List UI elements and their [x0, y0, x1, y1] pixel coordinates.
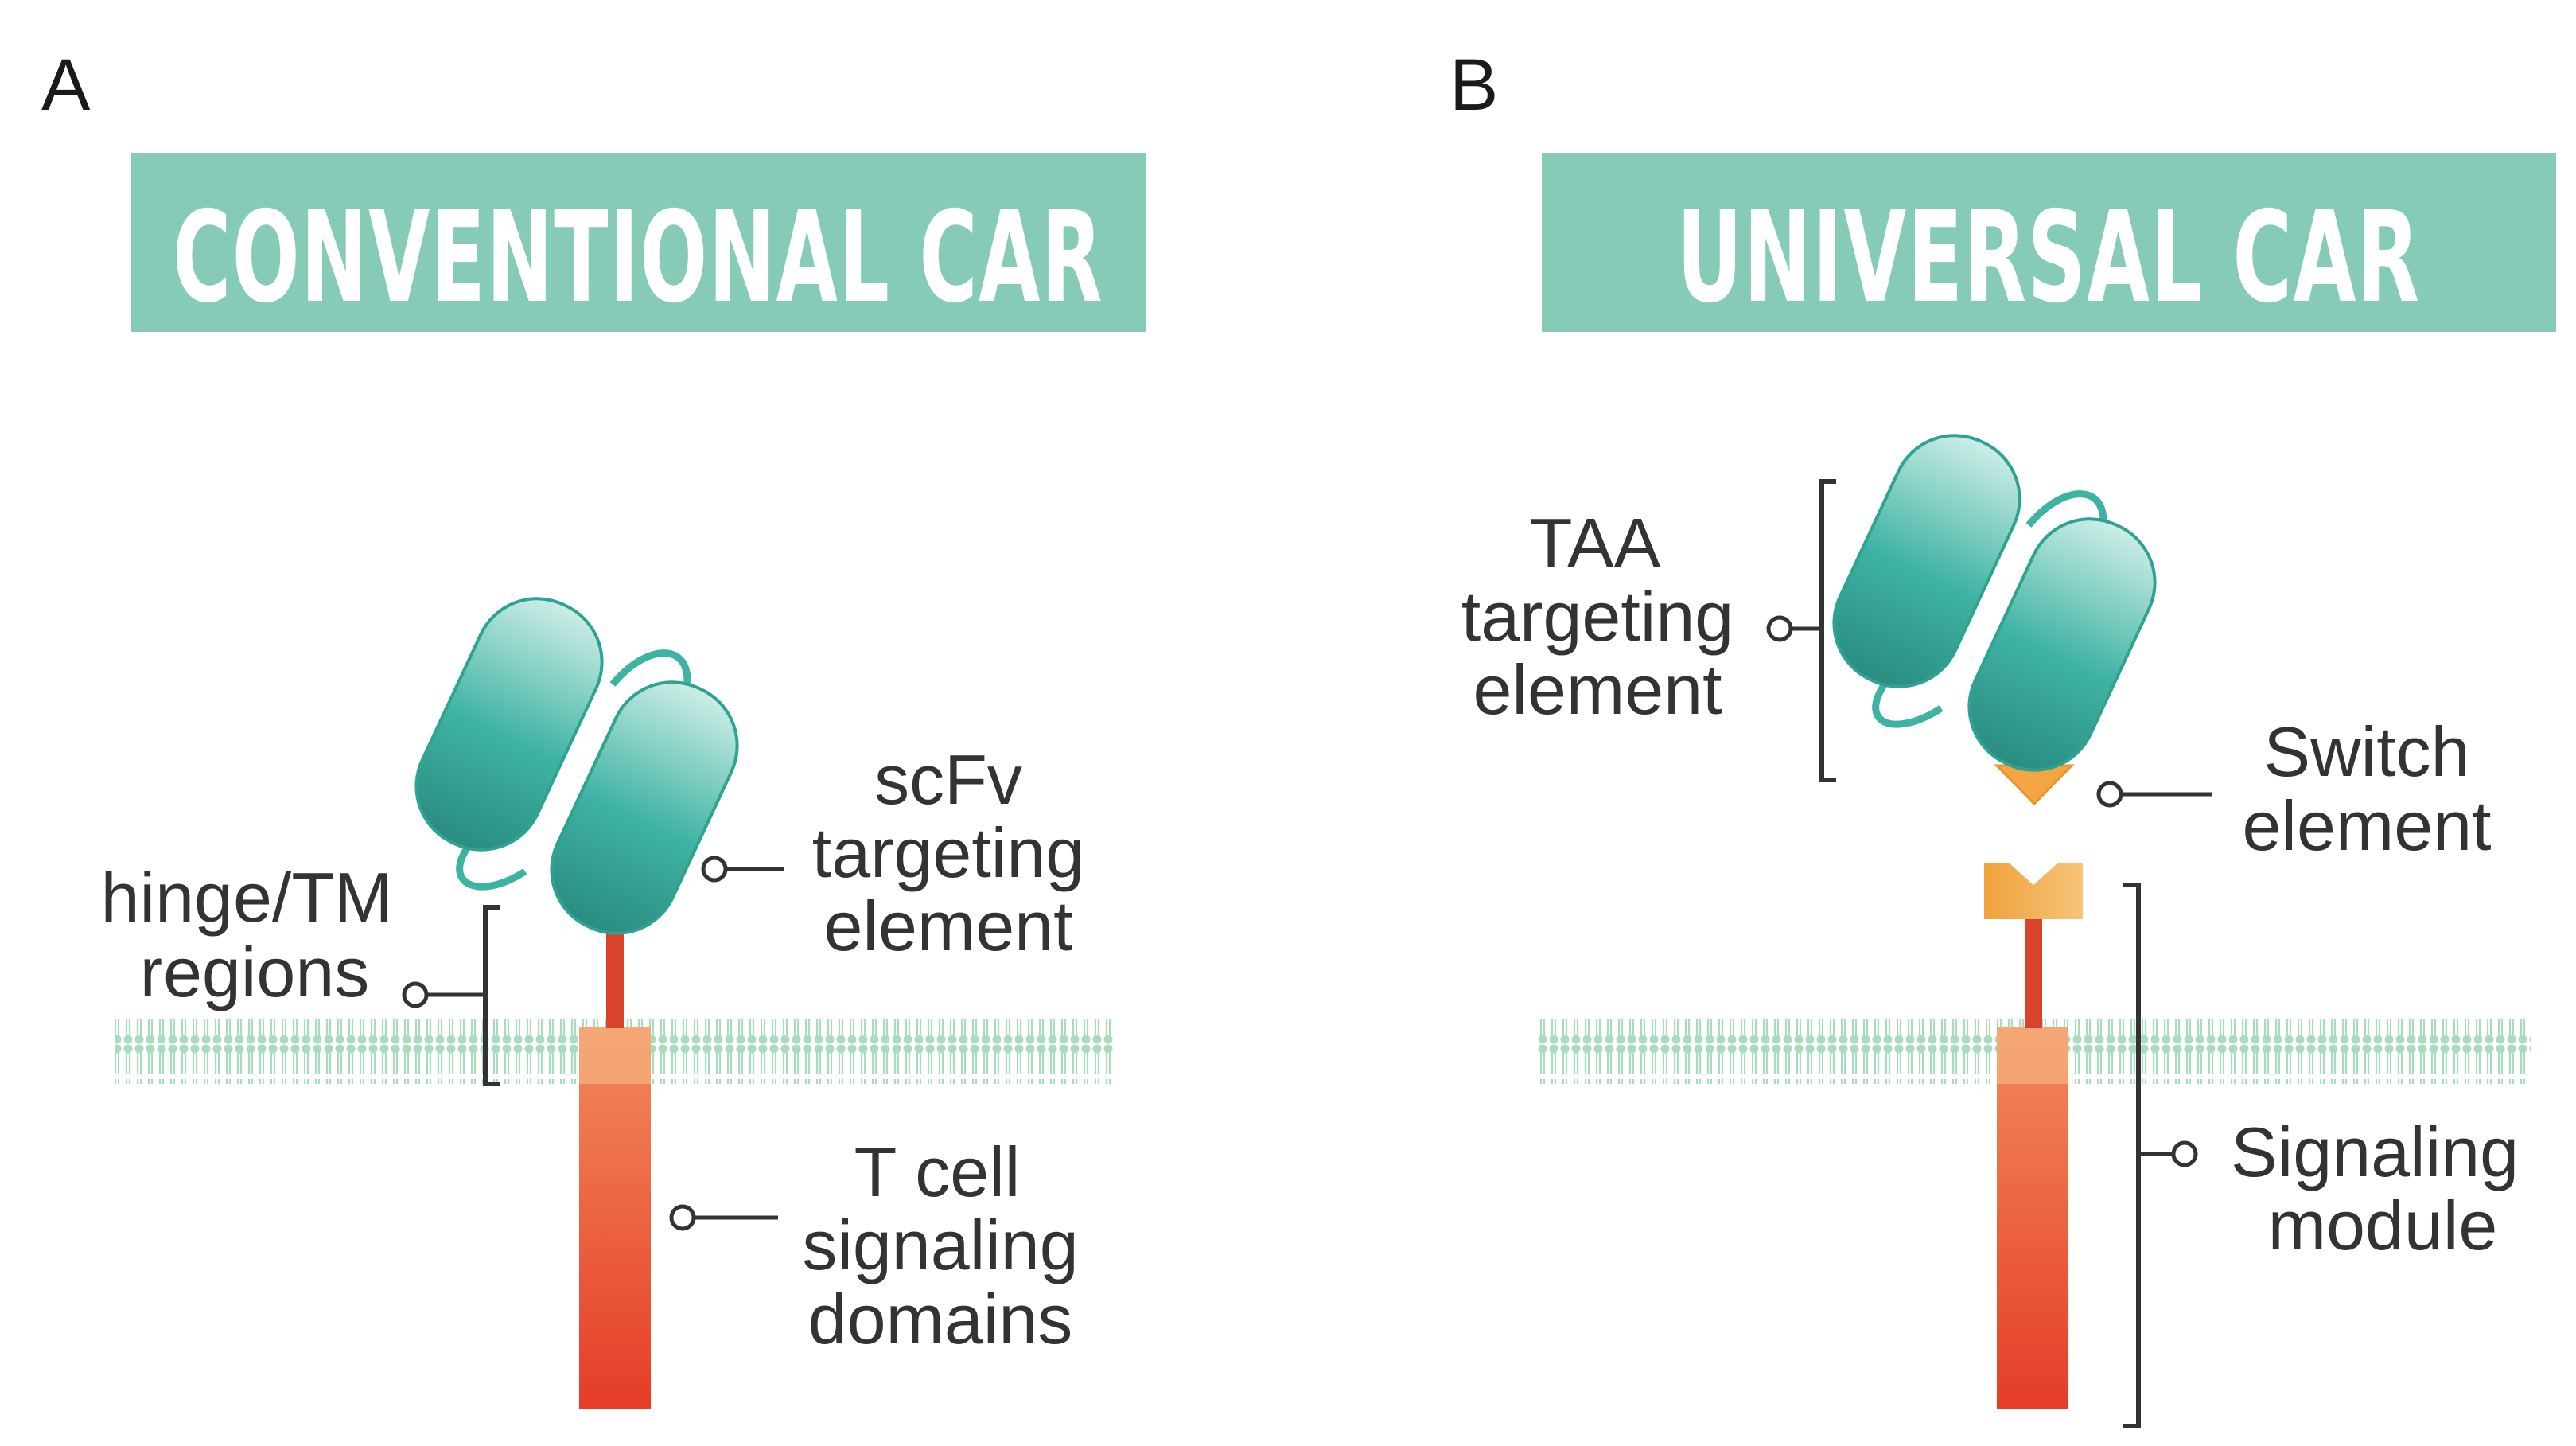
taa-label-line-1: TAA	[1530, 504, 1661, 583]
label-hinge-a: hinge/TM regions	[101, 858, 500, 1086]
hinge-bracket	[483, 905, 500, 1086]
panel-a-letter: A	[41, 45, 91, 126]
hinge-label-line-2: regions	[140, 933, 370, 1011]
signaling-module-label-line-2: module	[2268, 1186, 2498, 1265]
signaling-module-leader-dot	[2171, 1140, 2198, 1167]
transmembrane-region-a	[579, 1027, 651, 1084]
signaling-module-label-line-1: Signaling	[2231, 1113, 2519, 1191]
label-taa-b: TAA targeting element	[1461, 479, 1836, 782]
switch-label-line-2: element	[2242, 786, 2491, 865]
label-signaling-a: T cell signaling domains	[669, 1132, 1079, 1358]
taa-label-line-2: targeting	[1461, 577, 1734, 656]
panel-a-banner	[131, 153, 1146, 332]
taa-label-line-3: element	[1473, 650, 1722, 729]
tcell-label-line-2: signaling	[802, 1206, 1078, 1284]
hinge-stalk-b	[2025, 915, 2042, 1028]
tcell-label-line-3: domains	[808, 1280, 1073, 1358]
taa-scfv-domain	[1832, 434, 2157, 772]
panel-b: B UNIVERSAL CAR TAA targeting element	[1449, 45, 2556, 1428]
adaptor-m-shape	[1984, 863, 2083, 919]
label-switch-b: Switch element	[2096, 712, 2492, 865]
signaling-module-bracket	[2123, 883, 2141, 1428]
taa-bracket	[1819, 479, 1836, 782]
hinge-leader-dot	[402, 981, 429, 1008]
tcell-label-line-1: T cell	[854, 1132, 1021, 1211]
label-scfv-a: scFv targeting element	[701, 740, 1084, 965]
scfv-label-line-1: scFv	[874, 740, 1022, 819]
label-signaling-b: Signaling module	[2123, 883, 2519, 1428]
switch-leader-dot	[2096, 781, 2123, 808]
tcell-leader-dot	[669, 1204, 696, 1231]
taa-leader-dot	[1766, 615, 1793, 642]
transmembrane-region-b	[1997, 1027, 2068, 1084]
panel-a: A CONVENTIONAL CAR scFv targeting elemen…	[41, 45, 1146, 1409]
scfv-label-line-3: element	[823, 887, 1072, 965]
scfv-leader-dot	[701, 856, 728, 883]
panel-b-title: UNIVERSAL CAR	[1677, 185, 2421, 331]
signaling-domain-a	[579, 1027, 651, 1409]
panel-b-banner	[1542, 153, 2556, 332]
scfv-label-line-2: targeting	[812, 813, 1084, 892]
scfv-domain-a	[414, 597, 739, 935]
hinge-label-line-1: hinge/TM	[101, 858, 393, 937]
switch-label-line-1: Switch	[2263, 712, 2469, 791]
panel-a-title: CONVENTIONAL CAR	[173, 185, 1103, 331]
panel-b-letter: B	[1449, 45, 1498, 126]
hinge-stalk-a	[606, 917, 624, 1028]
signaling-domain-b	[1997, 1027, 2068, 1409]
